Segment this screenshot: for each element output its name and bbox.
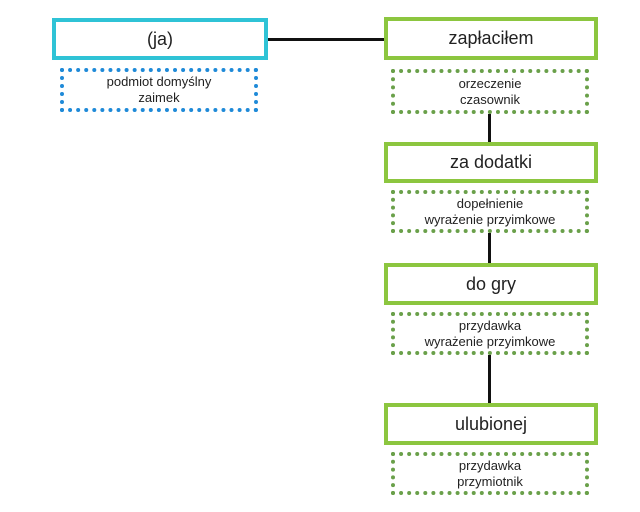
word-text: do gry (465, 273, 517, 294)
note-box-ulubionej: przydawka przymiotnik (391, 452, 589, 495)
word-text: ulubionej (454, 413, 528, 434)
note-role: podmiot domyślny (106, 74, 212, 89)
word-text: za dodatki (449, 152, 533, 172)
word-box-do-gry: do gry (384, 263, 598, 305)
note-box-zaplacilem: orzeczenie czasownik (391, 69, 589, 114)
connector-subject-predicate (268, 38, 384, 41)
word-box-za-dodatki: za dodatki (384, 142, 598, 183)
word-text: zapłaciłem (448, 28, 534, 48)
word-box-ja: (ja) (52, 18, 268, 60)
note-box-do-gry: przydawka wyrażenie przyimkowe (391, 312, 589, 355)
word-text: (ja) (147, 28, 173, 49)
connector-predicate-object (488, 114, 491, 142)
word-box-zaplacilem: zapłaciłem (384, 17, 598, 60)
word-box-ulubionej: ulubionej (384, 403, 598, 445)
note-pos: zaimek (138, 90, 180, 105)
note-pos: wyrażenie przyimkowe (424, 211, 556, 227)
connector-attribute1-attribute2 (488, 355, 491, 403)
note-pos: przymiotnik (457, 473, 523, 489)
note-pos: wyrażenie przyimkowe (424, 333, 556, 349)
note-box-za-dodatki: dopełnienie wyrażenie przyimkowe (391, 190, 589, 233)
note-role: przydawka (458, 457, 522, 473)
note-role: orzeczenie (458, 75, 522, 91)
note-pos: czasownik (460, 91, 520, 107)
note-box-ja: podmiot domyślny zaimek (60, 68, 258, 112)
connector-object-attribute1 (488, 233, 491, 263)
note-role: przydawka (458, 317, 522, 333)
note-role: dopełnienie (456, 195, 524, 211)
